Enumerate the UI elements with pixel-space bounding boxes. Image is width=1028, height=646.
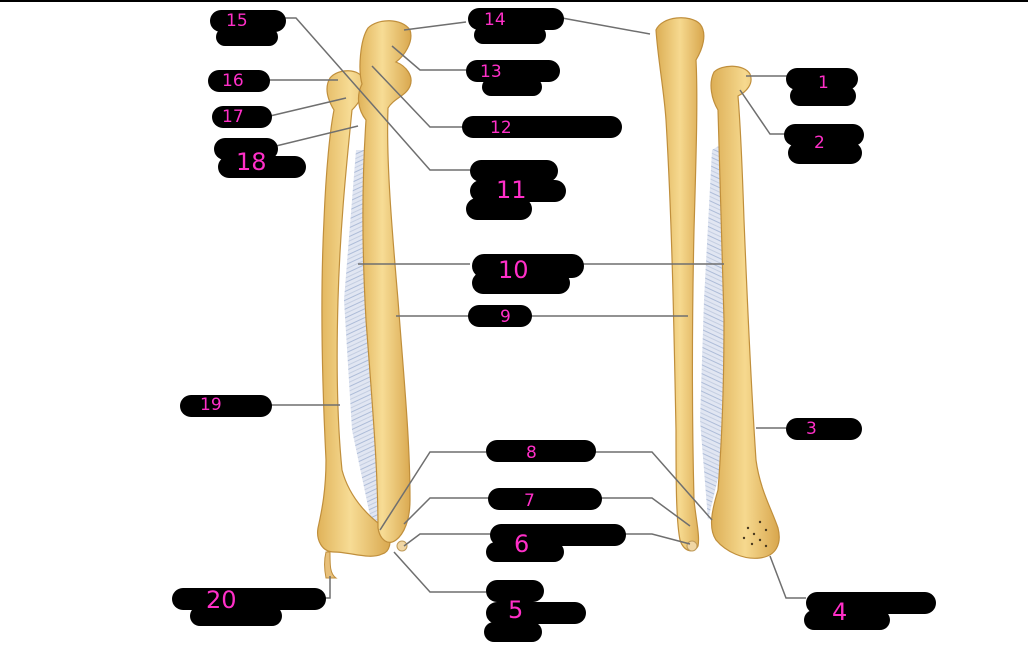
label-4: 4 xyxy=(832,598,847,626)
label-13: 13 xyxy=(480,62,502,82)
radius-anterior xyxy=(317,70,391,557)
label-6: 6 xyxy=(514,530,529,558)
label-19: 19 xyxy=(200,395,222,415)
label-masks xyxy=(172,8,936,642)
posterior-view xyxy=(655,17,780,559)
label-17: 17 xyxy=(222,107,244,127)
label-8: 8 xyxy=(526,443,537,463)
label-20: 20 xyxy=(206,586,237,614)
label-11: 11 xyxy=(496,176,527,204)
label-7: 7 xyxy=(524,491,535,511)
top-border xyxy=(0,0,1028,2)
radius-posterior xyxy=(710,65,780,559)
ulna-posterior xyxy=(655,17,705,552)
ulna-anterior xyxy=(357,20,412,543)
label-12: 12 xyxy=(490,118,512,138)
anterior-view xyxy=(317,20,412,579)
label-9: 9 xyxy=(500,307,511,327)
label-10: 10 xyxy=(498,256,529,284)
label-16: 16 xyxy=(222,71,244,91)
label-2: 2 xyxy=(814,133,825,153)
label-1: 1 xyxy=(818,73,829,93)
label-14: 14 xyxy=(484,10,506,30)
label-15: 15 xyxy=(226,11,248,31)
label-18: 18 xyxy=(236,148,267,176)
leader-lines xyxy=(268,17,856,599)
number-labels: 15 14 13 16 17 18 12 11 10 9 19 8 7 6 5 … xyxy=(200,10,847,626)
label-3: 3 xyxy=(806,419,817,439)
label-5: 5 xyxy=(508,596,523,624)
